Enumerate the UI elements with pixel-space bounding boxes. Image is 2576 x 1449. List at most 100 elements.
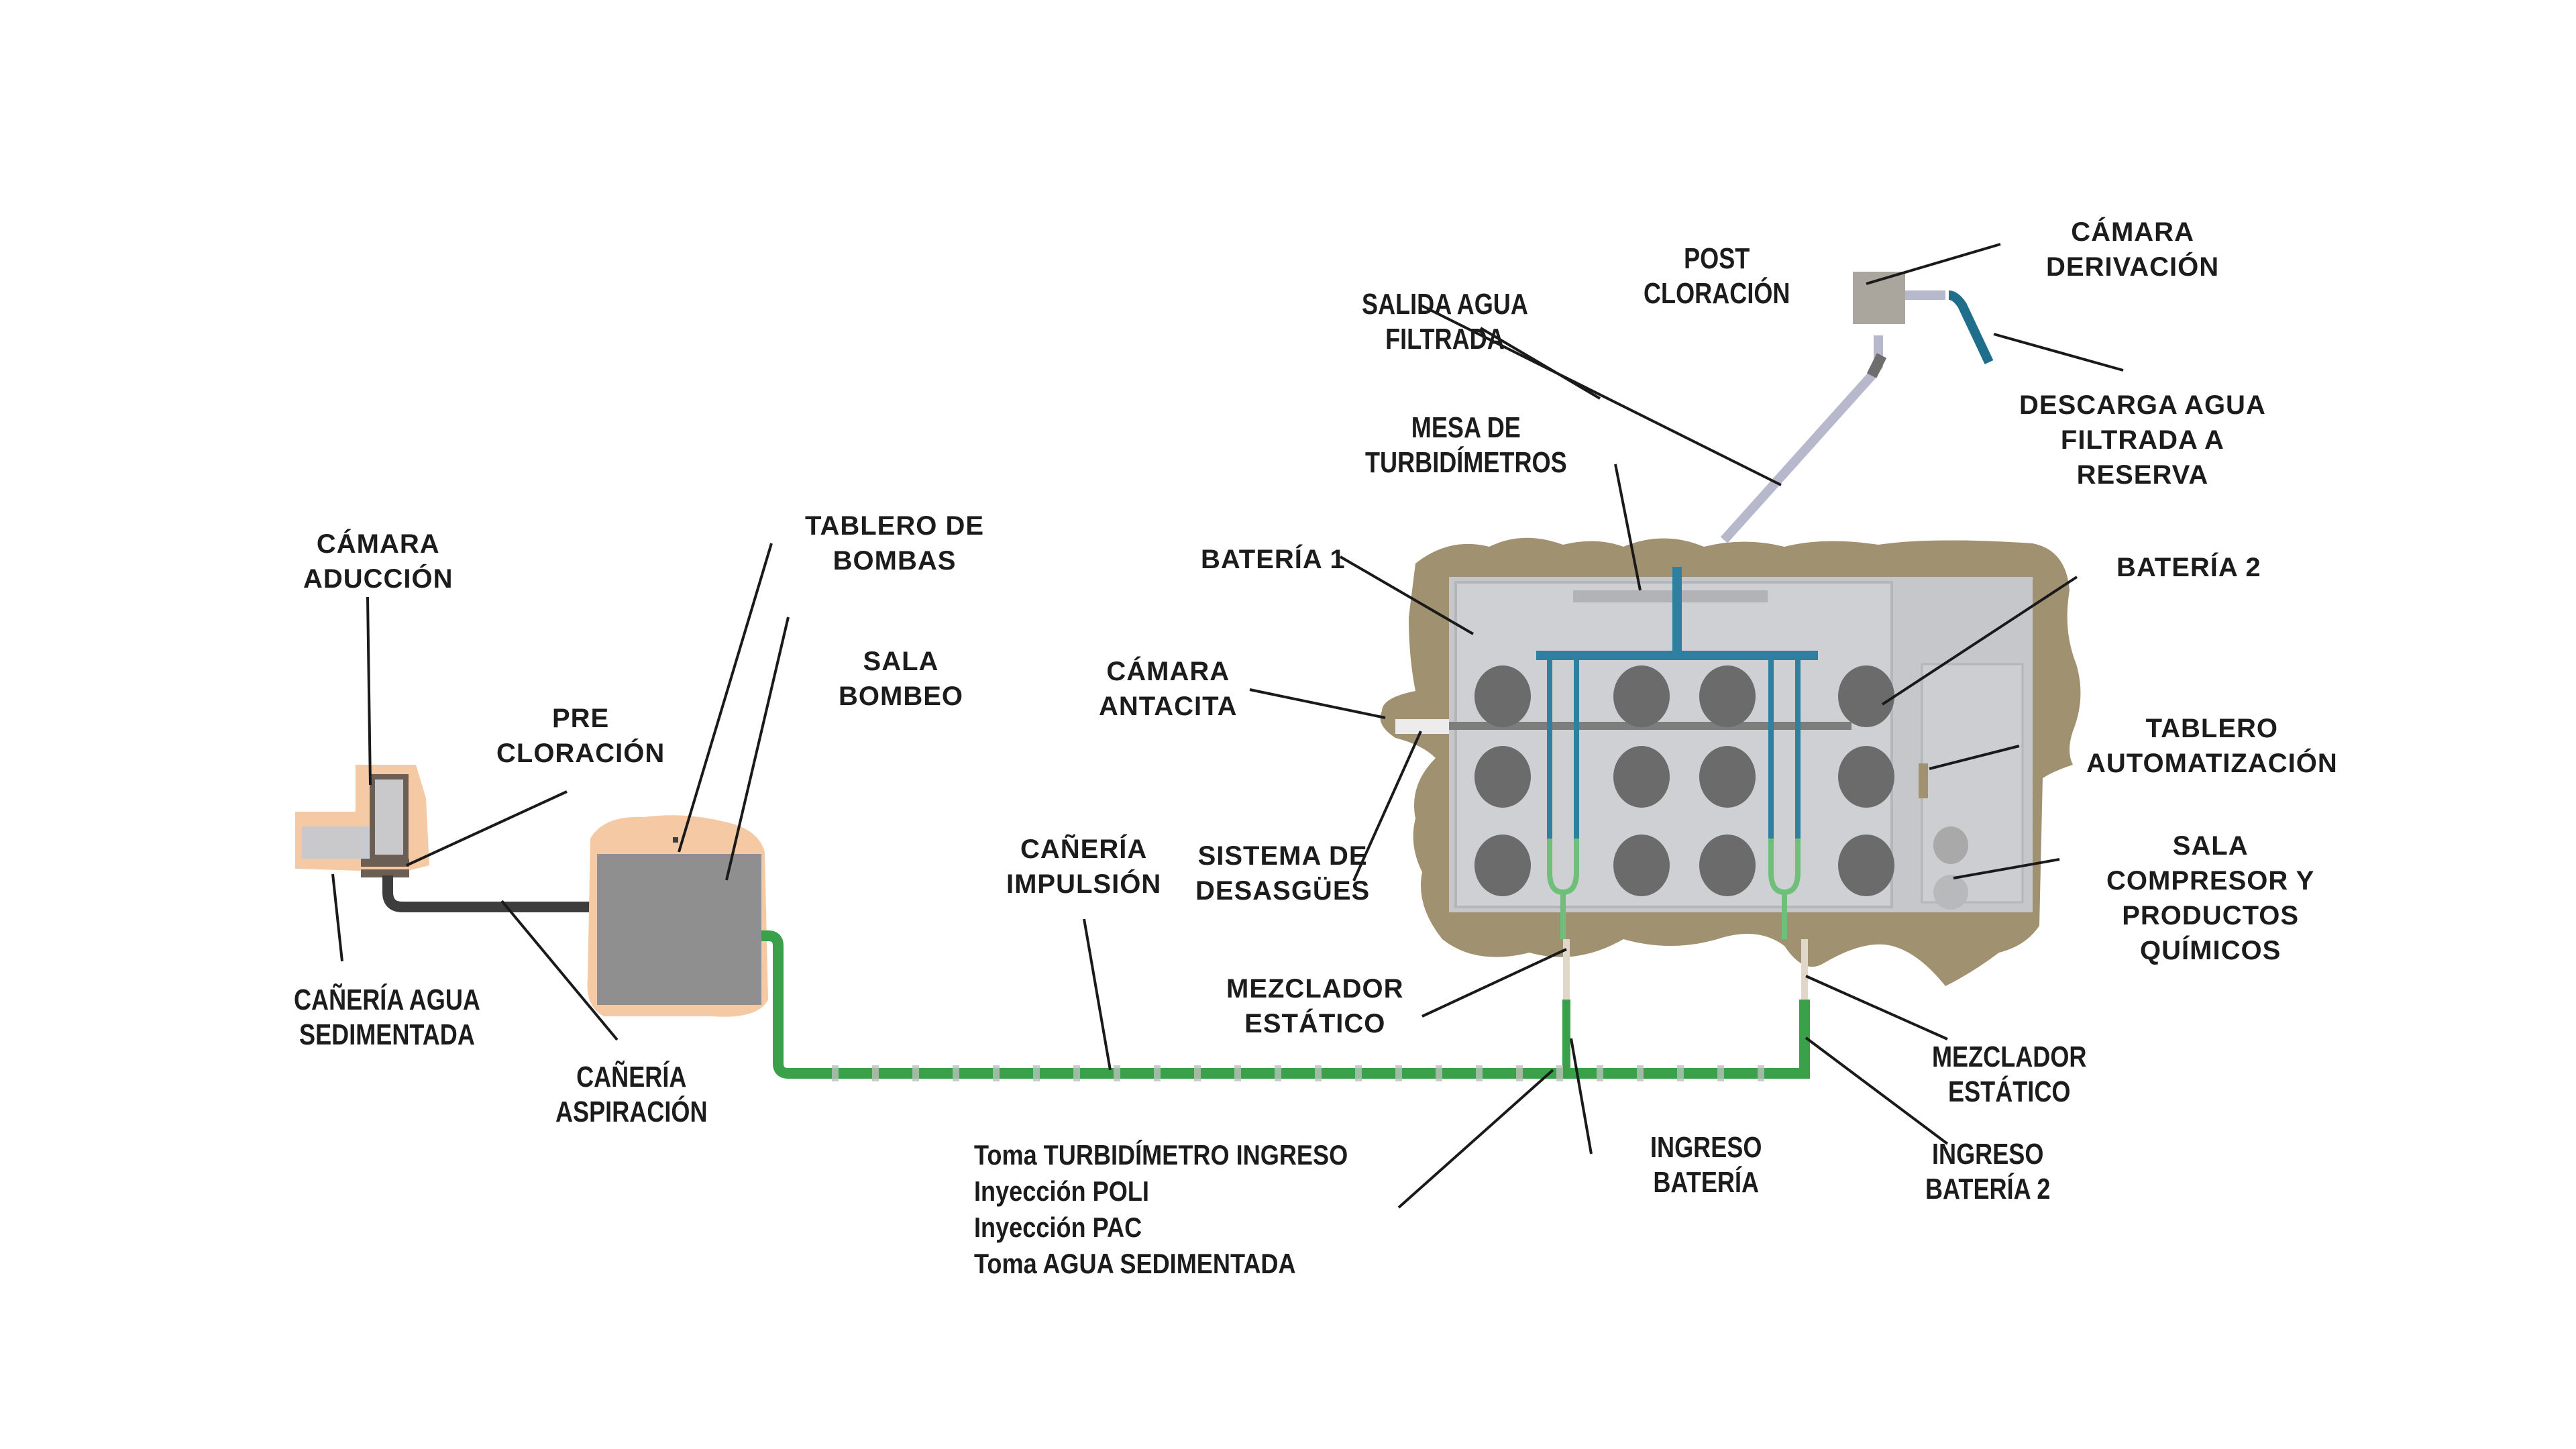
label-line: DESCARGA AGUA xyxy=(2019,390,2266,420)
injection-notes: Toma TURBIDÍMETRO INGRESO Inyección POLI… xyxy=(974,1137,1348,1282)
label-line: CAÑERÍA xyxy=(1020,835,1148,864)
label-line: IMPULSIÓN xyxy=(1006,869,1162,899)
filter-cell xyxy=(1613,835,1670,896)
pipe-flange xyxy=(1395,1065,1402,1081)
leader-ingreso-bateria xyxy=(1570,1038,1593,1155)
note-toma-turbidimetro: Toma TURBIDÍMETRO INGRESO xyxy=(974,1139,1348,1171)
service-rooms xyxy=(1921,663,2024,904)
pipe-flange xyxy=(1315,1065,1322,1081)
filter-cell xyxy=(1838,665,1894,727)
label-line: INGRESO xyxy=(1932,1138,2044,1171)
camara-antacita xyxy=(1395,719,1449,734)
filter-cell xyxy=(1699,835,1756,896)
pipe-flange xyxy=(1436,1065,1442,1081)
label-line: SALA xyxy=(863,647,939,676)
label-line: BOMBEO xyxy=(839,682,963,711)
label-salida-agua-filtrada: SALIDA AGUA FILTRADA xyxy=(1362,287,1528,357)
filter-cell xyxy=(1613,665,1670,727)
leader-camara-antacita xyxy=(1249,688,1386,719)
label-line: SEDIMENTADA xyxy=(299,1018,475,1051)
leader-mezclador-2 xyxy=(1805,975,1948,1040)
label-line: CÁMARA xyxy=(2071,217,2194,247)
leader-ingreso-bateria-2 xyxy=(1805,1036,1949,1145)
leader-notes xyxy=(1397,1069,1554,1209)
label-line: CLORACIÓN xyxy=(1644,277,1790,310)
leader-sala-compresor xyxy=(1953,858,2060,879)
label-caneria-aspiracion: CAÑERÍA ASPIRACIÓN xyxy=(555,1060,708,1130)
inlet-loop-1 xyxy=(1547,839,1579,939)
pump-building xyxy=(597,854,761,1005)
pipe-flange xyxy=(1476,1065,1483,1081)
descarga-agua-filtrada-pipe xyxy=(1948,290,1994,364)
leader-camara-derivacion xyxy=(1866,243,2001,285)
label-line: BOMBAS xyxy=(833,546,957,576)
label-sala-compresor: SALA COMPRESOR Y PRODUCTOS QUÍMICOS xyxy=(2106,828,2314,968)
label-line: FILTRADA A xyxy=(2060,425,2224,455)
label-sala-bombeo: SALA BOMBEO xyxy=(839,644,963,714)
aduccion-channel xyxy=(302,826,369,859)
label-line: ANTACITA xyxy=(1099,692,1238,721)
leader-post-cloracion xyxy=(1479,327,1601,400)
pipe-flange xyxy=(953,1065,959,1081)
label-bateria-1: BATERÍA 1 xyxy=(1201,542,1346,577)
label-sistema-desagues: SISTEMA DE DESASGÜES xyxy=(1195,839,1370,908)
note-inyeccion-pac: Inyección PAC xyxy=(974,1212,1142,1243)
compresor-tank-2 xyxy=(1933,875,1968,910)
label-line: QUÍMICOS xyxy=(2140,936,2282,965)
label-line: BATERÍA xyxy=(1653,1166,1760,1199)
leader-sala-bombeo xyxy=(725,616,790,881)
label-camara-derivacion: CÁMARA DERIVACIÓN xyxy=(2046,215,2219,284)
leader-tablero-automatizacion xyxy=(1929,745,2020,770)
label-camara-antacita: CÁMARA ANTACITA xyxy=(1099,654,1237,724)
label-line: MESA DE xyxy=(1411,411,1521,444)
label-line: TABLERO DE xyxy=(805,511,985,541)
label-line: CÁMARA xyxy=(316,529,440,559)
pipe-flange xyxy=(1677,1065,1684,1081)
leader-bateria-1 xyxy=(1339,555,1474,635)
filter-cell xyxy=(1474,835,1531,896)
leader-descarga xyxy=(1993,333,2124,372)
label-line: DESASGÜES xyxy=(1195,876,1371,906)
filter-cell xyxy=(1474,665,1531,727)
inlet-loop-2 xyxy=(1768,839,1801,939)
label-line: SALIDA AGUA xyxy=(1362,288,1528,321)
leader-caneria-aspiracion xyxy=(500,900,619,1041)
leader-bateria-2 xyxy=(1881,576,2078,706)
outlet-works xyxy=(1720,272,1994,543)
collector-branches xyxy=(1547,655,1801,865)
pipe-flange xyxy=(1194,1065,1201,1081)
label-post-cloracion: POST CLORACIÓN xyxy=(1644,241,1790,311)
label-line: DERIVACIÓN xyxy=(2046,252,2220,282)
leader-lines xyxy=(331,243,2124,1209)
leader-caneria-sedimentada xyxy=(331,873,343,962)
label-mezclador-estatico-2: MEZCLADOR ESTÁTICO xyxy=(1932,1040,2086,1110)
label-line: SISTEMA DE xyxy=(1197,841,1368,871)
label-line: BATERÍA 2 xyxy=(2116,553,2261,582)
label-line: CLORACIÓN xyxy=(496,739,665,768)
note-inyeccion-poli: Inyección POLI xyxy=(974,1175,1149,1207)
tablero-bombas-box xyxy=(673,837,678,843)
leader-mesa-turbidimetros xyxy=(1614,464,1642,591)
label-line: ADUCCIÓN xyxy=(303,564,453,594)
caneria-impulsion xyxy=(761,930,1810,1081)
label-line: TABLERO xyxy=(2145,714,2279,743)
label-caneria-impulsion: CAÑERÍA IMPULSIÓN xyxy=(1006,832,1161,902)
label-descarga-agua-filtrada: DESCARGA AGUA FILTRADA A RESERVA xyxy=(2019,388,2266,492)
leader-camara-aduccion xyxy=(366,596,372,786)
label-line: BATERÍA 2 xyxy=(1925,1173,2051,1205)
label-tablero-automatizacion: TABLERO AUTOMATIZACIÓN xyxy=(2086,711,2338,781)
salida-agua-filtrada-pipe xyxy=(1720,335,1883,543)
mesa-turbidimetros xyxy=(1573,590,1768,602)
label-line: PRE xyxy=(551,704,610,733)
filter-cell xyxy=(1699,746,1756,808)
pipe-flanges xyxy=(832,1065,1764,1081)
leader-pre-cloracion xyxy=(406,790,568,867)
label-camara-aduccion: CÁMARA ADUCCIÓN xyxy=(303,527,453,596)
filter-cell xyxy=(1699,665,1756,727)
label-line: COMPRESOR Y xyxy=(2106,866,2315,896)
filter-cells xyxy=(1474,665,1894,896)
pipe-flange xyxy=(1516,1065,1523,1081)
label-line: ESTÁTICO xyxy=(1244,1009,1386,1038)
pipe-flange xyxy=(1717,1065,1724,1081)
